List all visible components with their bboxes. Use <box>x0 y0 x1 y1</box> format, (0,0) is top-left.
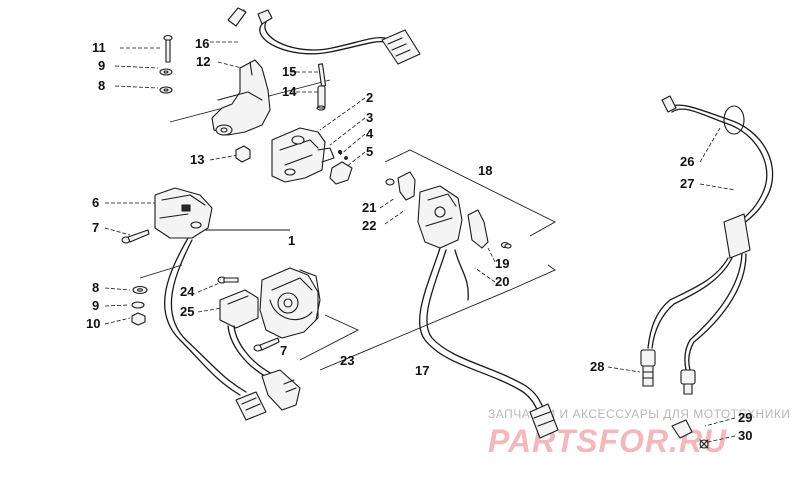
washer-8b <box>132 285 148 295</box>
callout-15: 15 <box>282 64 296 79</box>
bracket-23 <box>299 314 360 361</box>
callout-9b: 9 <box>92 298 99 313</box>
callout-28: 28 <box>590 359 604 374</box>
callout-22: 22 <box>362 218 376 233</box>
callout-18: 18 <box>478 163 492 178</box>
callout-1: 1 <box>288 233 295 248</box>
switch-housing-2 <box>271 127 335 183</box>
screw-19 <box>504 243 512 249</box>
bracket-18 <box>384 149 556 237</box>
callout-24: 24 <box>180 284 195 299</box>
nut-10 <box>131 312 146 326</box>
callout-3: 3 <box>366 110 373 125</box>
callout-8b: 8 <box>92 280 99 295</box>
screw-7b <box>253 337 280 352</box>
callout-30: 30 <box>738 428 752 443</box>
callout-20: 20 <box>495 274 509 289</box>
clamp-6 <box>154 187 213 239</box>
callout-27: 27 <box>680 176 694 191</box>
terminal-30 <box>699 439 709 449</box>
housing-23 <box>259 267 321 339</box>
callout-17: 17 <box>415 363 429 378</box>
callout-4: 4 <box>366 126 374 141</box>
washer-8 <box>159 86 173 94</box>
parts <box>121 7 774 449</box>
callout-21: 21 <box>362 200 376 215</box>
callout-23: 23 <box>340 353 354 368</box>
switch-block-25 <box>219 289 301 411</box>
bracket-17 <box>319 264 556 371</box>
bracket-line <box>139 264 183 279</box>
callout-13: 13 <box>190 152 204 167</box>
callout-5: 5 <box>366 144 373 159</box>
harness-17 <box>418 247 559 439</box>
lever-21 <box>397 171 416 201</box>
callout-11: 11 <box>92 40 106 55</box>
housing-22 <box>385 178 463 249</box>
callout-7b: 7 <box>280 343 287 358</box>
lever-20 <box>467 209 510 249</box>
callouts: 11 9 8 16 12 15 14 2 3 4 5 13 6 7 1 8 9 … <box>86 36 752 443</box>
harness-27 <box>640 95 774 395</box>
callout-26: 26 <box>680 154 694 169</box>
callout-6: 6 <box>92 195 99 210</box>
callout-16: 16 <box>195 36 209 51</box>
harness-lower-left <box>164 237 267 421</box>
spacer-13 <box>235 145 251 163</box>
mount-bracket-12 <box>211 59 271 136</box>
connector-29 <box>671 419 693 439</box>
leader-lines <box>104 41 736 443</box>
lock-washer-9b <box>131 301 145 309</box>
callout-2: 2 <box>366 90 373 105</box>
callout-7: 7 <box>92 220 99 235</box>
callout-29: 29 <box>738 410 752 425</box>
watermark-subtitle: ЗАПЧАСТИ И АКСЕССУАРЫ ДЛЯ МОТОТЕХНИКИ <box>488 407 790 421</box>
bolt-11 <box>163 34 173 63</box>
lock-washer-9 <box>159 68 173 76</box>
harness-16 <box>227 7 421 65</box>
callout-25: 25 <box>180 304 194 319</box>
callout-14: 14 <box>282 84 297 99</box>
callout-12: 12 <box>196 54 210 69</box>
callout-19: 19 <box>495 256 509 271</box>
clip-5 <box>329 149 353 185</box>
callout-10: 10 <box>86 316 100 331</box>
callout-8: 8 <box>98 78 105 93</box>
screw-7 <box>121 229 150 244</box>
pin-14 <box>316 85 326 111</box>
callout-9: 9 <box>98 58 105 73</box>
watermark-brand: PARTSFOR.RU <box>488 423 727 459</box>
screw-24 <box>217 276 239 284</box>
